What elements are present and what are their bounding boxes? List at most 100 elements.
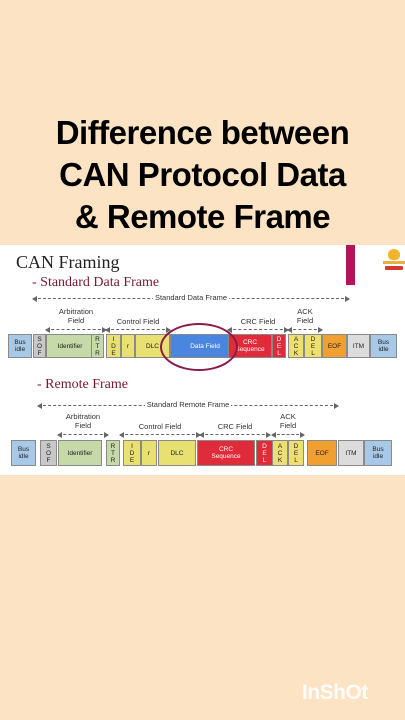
data-frame-diagram: Standard Data Frame Arbitration Field Co… [0,245,405,371]
remote-frame-field-text: S [46,442,51,450]
data-frame-field-text: I [112,335,115,343]
data-frame-field-text: F [37,349,42,357]
data-frame-field-text: D [310,335,316,343]
data-frame-field-text: Bus [377,339,390,346]
data-frame-field-identifier: Identifier [46,334,94,358]
remote-frame-field-text: Identifier [67,449,93,457]
data-frame-field-text: R [95,349,100,357]
remote-frame-field-text: O [45,449,52,457]
data-frame-field-text: K [293,349,299,357]
remote-frame-diagram: Standard Remote Frame Arbitration Field … [0,245,405,475]
data-frame-field-text: Bus [14,339,26,346]
remote-frame-field-text: Bus [372,446,384,453]
remote-crc-field-label: CRC Field [215,422,255,431]
remote-control-field-label: Control Field [136,422,184,431]
remote-frame-field-text: L [294,456,298,464]
data-frame-field-text: E [310,342,316,350]
data-frame-subtitle: - Standard Data Frame [32,275,160,290]
data-frame-field-text: DLC [145,342,159,350]
arbitration-field-label: Arbitration Field [58,307,94,325]
data-frame-field-text: ITM [352,342,365,350]
remote-frame-field-text: R [110,442,116,450]
remote-control-field-bracket [119,432,201,438]
remote-frame-field-identifier: Identifier [58,440,102,466]
remote-ack-field-bracket [271,432,305,438]
remote-frame-field-dlc: DLC [158,440,196,466]
remote-frame-field-text: Bus [17,446,30,453]
remote-frame-field-text: CRC [218,446,234,453]
arbitration-field-bracket [45,327,107,333]
crc-field-bracket [227,327,289,333]
slide-title: CAN Framing [16,252,120,272]
remote-arbitration-field-bracket [57,432,109,438]
remote-crc-field-bracket [199,432,271,438]
data-frame-field-text: C [293,342,299,350]
data-frame-field-text: idle [14,346,26,353]
remote-frame-field-text: E [129,456,135,464]
data-frame-field-text: idle [378,346,389,353]
data-frame-field-text: A [293,335,299,343]
remote-frame-field-text: E [293,449,299,457]
remote-frame-subtitle: - Remote Frame [37,377,128,392]
remote-frame-field-text: F [46,456,51,464]
data-frame-field-text: Identifier [57,342,83,350]
data-frame-field-text: L [311,349,315,357]
remote-frame-field-text: L [262,456,267,464]
data-frame-field-text: L [277,349,281,357]
remote-frame-field-text: E [262,449,267,457]
data-frame-field-text: R [95,335,100,343]
headline-line-2: CAN Protocol Data [59,156,346,193]
remote-frame-field-eof: EOF [307,440,337,466]
remote-frame-field-text: idle [18,453,29,460]
control-field-label: Control Field [114,317,162,326]
ack-field-bracket [287,327,323,333]
data-frame-field-text: S [37,335,42,343]
logo-icon [383,249,405,273]
remote-frame-field-itm: ITM [338,440,364,466]
data-field-highlight [160,323,238,371]
headline-line-1: Difference between [55,114,350,151]
remote-frame-field-text: A [277,442,283,450]
accent-bar [346,245,355,285]
remote-frame-field-text: C [277,449,283,457]
remote-frame-field-text: D [129,449,135,457]
remote-frame-field-text: r [147,449,151,457]
remote-arbitration-field-label: Arbitration Field [65,412,101,430]
remote-frame-field-text: D [262,442,267,450]
remote-frame-field-text: idle [372,453,384,460]
data-frame-field-text: E [276,342,282,350]
data-frame-field-text: EOF [327,342,342,350]
remote-frame-field-text: K [277,456,283,464]
standard-data-frame-label: Standard Data Frame [152,293,230,302]
remote-frame-field-text: ITM [345,449,357,457]
remote-ack-field-label: ACK Field [279,412,297,430]
data-frame-field-text: E [111,349,116,357]
data-frame-field-text: CRC [242,339,258,346]
remote-frame-field-text: R [110,456,116,464]
headline: Difference between CAN Protocol Data & R… [0,112,405,238]
data-frame-field-eof: EOF [322,334,347,358]
ack-field-label: ACK Field [296,307,314,325]
standard-remote-frame-label: Standard Remote Frame [144,400,232,409]
inshot-watermark: InShOt [302,681,368,704]
data-frame-field-text: T [95,342,100,350]
remote-frame-field-text: I [131,442,133,450]
control-field-bracket [105,327,171,333]
data-frame-field-r: r [121,334,135,358]
data-frame-field-text: Sequence [235,346,265,353]
remote-frame-field-text: D [293,442,299,450]
